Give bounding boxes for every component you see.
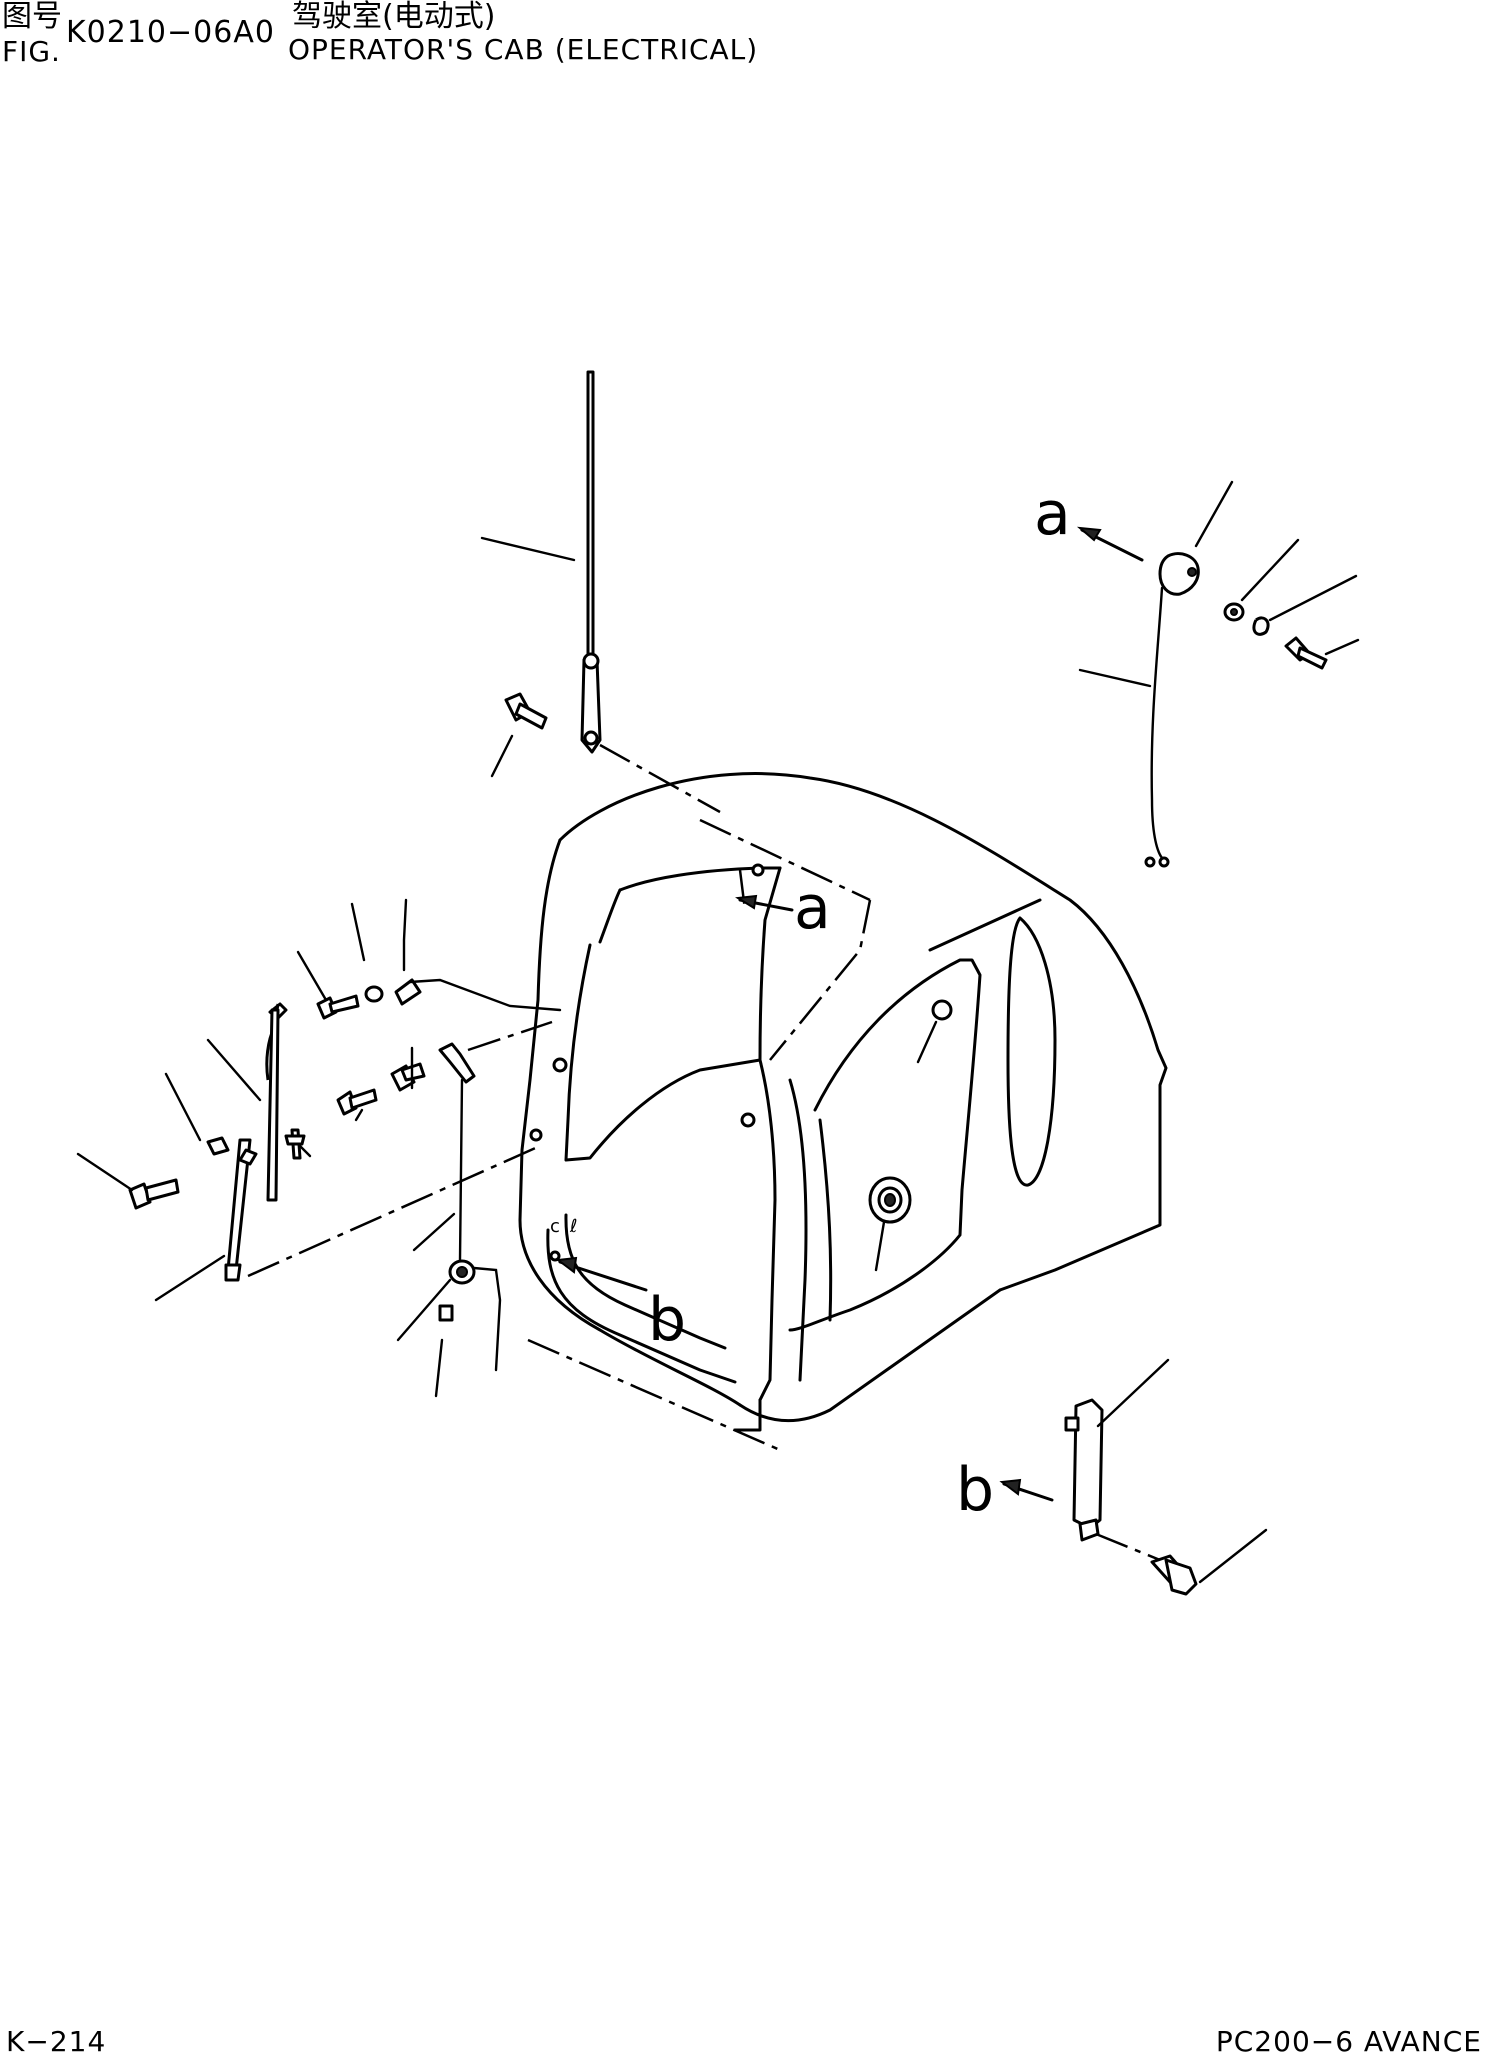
model-name: PC200−6 AVANCE [1215, 2025, 1482, 2058]
switch-assembly [1064, 1398, 1198, 1596]
cab-mounting-holes: c ℓ [529, 863, 953, 1262]
svg-text:c: c [550, 1216, 560, 1237]
marker-b-right: b [956, 1455, 1054, 1525]
door-grommet [868, 1176, 912, 1224]
figure-title-chinese: 驾驶室(电动式) [292, 0, 496, 34]
marker-b-left: b [555, 1256, 686, 1355]
washer-nozzle-parts [316, 978, 562, 1372]
marker-b-left-label: b [648, 1285, 686, 1355]
page-number: K−214 [6, 2025, 107, 2058]
figure-header: 图号 K0210−06A0 FIG. 驾驶室(电动式) OPERATOR'S C… [0, 0, 1000, 70]
roof-lamp-assembly [1144, 552, 1328, 868]
svg-text:ℓ: ℓ [569, 1216, 577, 1237]
marker-b-right-label: b [956, 1455, 994, 1525]
leader-lines [76, 480, 1360, 1584]
wiper-mount-bolt [504, 692, 548, 730]
figure-label: FIG. [2, 35, 61, 68]
cab-body [518, 772, 1168, 1452]
marker-a-lower-label: a [794, 873, 831, 943]
figure-code: K0210−06A0 [66, 15, 275, 50]
marker-a-lower: a [735, 873, 831, 943]
wiper-arm-assembly [580, 370, 721, 814]
wiper-motor-assembly [128, 1002, 541, 1282]
figure-title: OPERATOR'S CAB (ELECTRICAL) [288, 33, 759, 66]
figure-label-chinese: 图号 [2, 0, 62, 34]
marker-a-upper-label: a [1034, 479, 1071, 549]
marker-a-upper: a [1034, 479, 1144, 562]
